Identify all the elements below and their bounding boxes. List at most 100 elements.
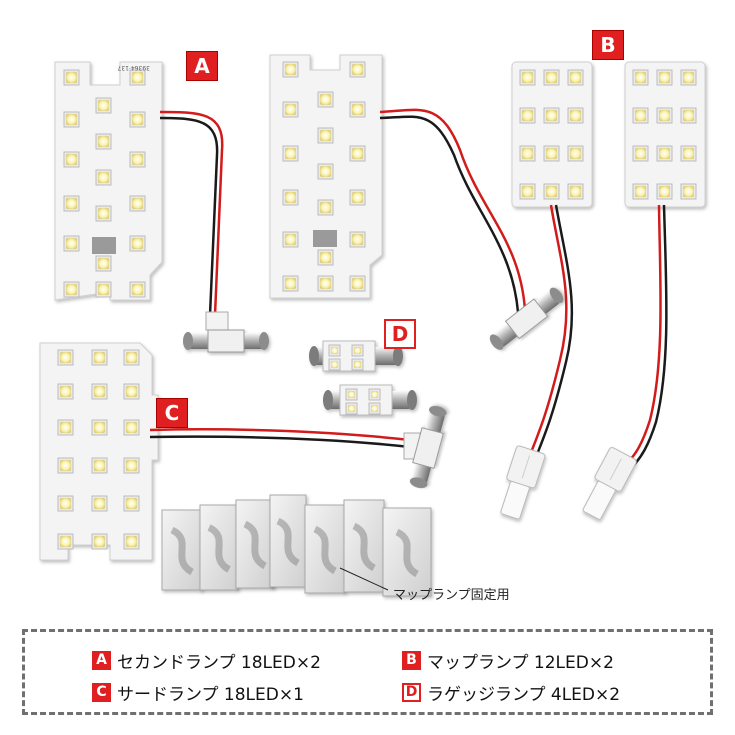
led-emitter [285, 148, 296, 159]
annotation-leader [339, 567, 389, 591]
led-emitter [659, 110, 670, 121]
led-emitter [635, 72, 646, 83]
led-emitter [126, 536, 137, 547]
legend-item-d: D ラゲッジランプ 4LED×2 [402, 680, 620, 705]
board-c [39, 342, 159, 561]
led-emitter [352, 148, 363, 159]
led-emitter [66, 238, 77, 249]
led-emitter [354, 361, 361, 368]
led-emitter [94, 352, 105, 363]
led-emitter [546, 72, 557, 83]
festoon-a [183, 329, 269, 353]
festoon-d2-leds [345, 388, 381, 415]
led-emitter [285, 234, 296, 245]
tape-logo-mark [170, 526, 195, 576]
board-a-slot [92, 237, 116, 254]
led-emitter [522, 186, 533, 197]
led-emitter [66, 284, 77, 295]
led-emitter [522, 110, 533, 121]
led-emitter [352, 192, 363, 203]
led-emitter [352, 278, 363, 289]
wire-b2-red [627, 204, 662, 463]
led-emitter [320, 202, 331, 213]
legend-item-b: B マップランプ 12LED×2 [402, 648, 614, 673]
led-emitter [683, 110, 694, 121]
led-emitter [66, 154, 77, 165]
legend-tag-a: A [92, 651, 111, 670]
led-emitter [60, 536, 71, 547]
led-emitter [659, 186, 670, 197]
festoon-d1-leds [328, 344, 364, 371]
led-emitter [98, 136, 109, 147]
connector-a [205, 311, 229, 331]
led-emitter [285, 64, 296, 75]
led-emitter [98, 172, 109, 183]
led-emitter [98, 258, 109, 269]
led-emitter [320, 278, 331, 289]
led-emitter [98, 208, 109, 219]
led-emitter [94, 386, 105, 397]
led-emitter [126, 386, 137, 397]
legend-tag-b: B [402, 651, 421, 670]
led-emitter [683, 72, 694, 83]
festoon-a2 [489, 287, 564, 350]
t10-socket-b1 [500, 445, 546, 520]
legend-text-c: サードランプ 18LED×1 [117, 685, 304, 705]
tag-d: D [384, 319, 416, 349]
led-emitter [354, 347, 361, 354]
led-emitter [98, 100, 109, 111]
board-c-leds [57, 349, 140, 550]
wire-c-black [149, 435, 411, 449]
board-a2-slot [313, 230, 337, 247]
led-emitter [522, 148, 533, 159]
led-emitter [570, 72, 581, 83]
led-emitter [132, 238, 143, 249]
led-emitter [570, 110, 581, 121]
board-b2-leds [632, 69, 697, 200]
led-emitter [570, 148, 581, 159]
led-emitter [60, 352, 71, 363]
led-emitter [94, 536, 105, 547]
led-emitter [352, 104, 363, 115]
legend-text-a: セカンドランプ 18LED×2 [117, 653, 321, 673]
wire-b1-red [528, 204, 568, 456]
led-emitter [126, 352, 137, 363]
legend-tag-d: D [402, 683, 421, 702]
legend-box: A セカンドランプ 18LED×2 B マップランプ 12LED×2 C サード… [22, 629, 713, 715]
led-emitter [635, 148, 646, 159]
led-emitter [546, 110, 557, 121]
wire-a2-black [379, 115, 520, 313]
led-emitter [546, 148, 557, 159]
led-emitter [126, 460, 137, 471]
led-emitter [132, 114, 143, 125]
tag-a: A [186, 51, 218, 81]
tape-logo-mark [276, 517, 301, 567]
led-emitter [60, 386, 71, 397]
led-emitter [98, 284, 109, 295]
tape-logo-mark [243, 520, 268, 570]
tape-logo-mark [313, 525, 338, 575]
tag-b: B [592, 30, 624, 60]
led-emitter [635, 110, 646, 121]
legend-text-d: ラゲッジランプ 4LED×2 [427, 685, 621, 705]
tape-logo-mark [352, 522, 377, 572]
led-emitter [320, 130, 331, 141]
led-emitter [371, 391, 378, 398]
led-emitter [60, 498, 71, 509]
board-a-print: 39364·137 [117, 64, 150, 71]
wire-b1-black [534, 204, 574, 458]
wire-a-black [159, 116, 219, 316]
led-emitter [285, 104, 296, 115]
led-emitter [132, 72, 143, 83]
led-emitter [331, 361, 338, 368]
led-emitter [285, 192, 296, 203]
led-emitter [683, 148, 694, 159]
led-emitter [522, 72, 533, 83]
tape-annotation: マップランプ固定用 [393, 588, 510, 603]
tape-pads [161, 494, 432, 597]
led-emitter [94, 422, 105, 433]
led-emitter [126, 498, 137, 509]
led-emitter [285, 278, 296, 289]
tape-logo-mark [395, 528, 420, 578]
led-emitter [132, 198, 143, 209]
